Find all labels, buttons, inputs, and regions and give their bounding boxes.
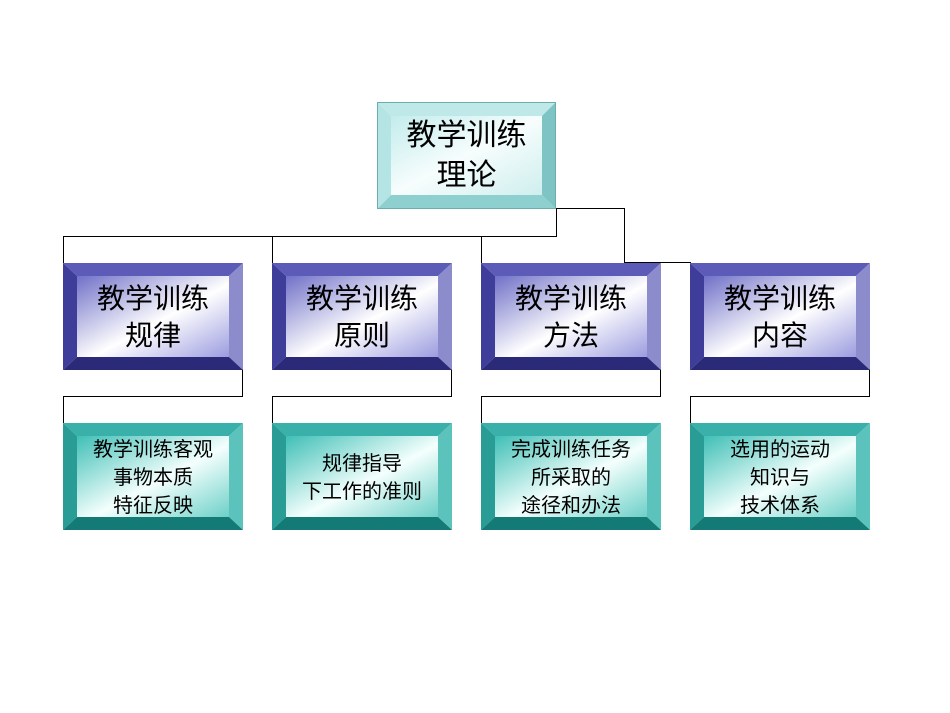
category-node-bevel <box>690 263 870 370</box>
connector-branch-3 <box>481 236 482 263</box>
category-label: 教学训练 规律 <box>96 281 209 352</box>
description-node-methods: 完成训练任务 所采取的 途径和办法 <box>481 423 661 530</box>
connector-root-down <box>556 208 625 209</box>
connector-root-stem <box>556 208 557 236</box>
description-node-principles: 规律指导 下工作的准则 <box>272 423 452 530</box>
description-node-rules: 教学训练客观 事物本质 特征反映 <box>63 423 243 530</box>
connector-branch-4 <box>624 262 691 263</box>
connector-cat1-desc1 <box>63 396 243 397</box>
connector-cat2-desc2 <box>272 396 273 423</box>
category-node-content: 教学训练 内容 <box>690 263 870 370</box>
connector-cat1-desc1 <box>63 396 64 423</box>
description-label: 完成训练任务 所采取的 途径和办法 <box>511 436 631 517</box>
connector-branch-line <box>63 236 557 237</box>
connector-cat4-desc4 <box>690 396 691 423</box>
description-node-bevel <box>690 423 870 530</box>
category-node-principles: 教学训练 原则 <box>272 263 452 370</box>
category-node-bevel <box>63 263 243 370</box>
connector-cat2-desc2 <box>272 396 452 397</box>
category-node-rules: 教学训练 规律 <box>63 263 243 370</box>
description-node-bevel <box>481 423 661 530</box>
description-node-bevel <box>63 423 243 530</box>
connector-root-down <box>624 208 625 263</box>
description-label: 规律指导 下工作的准则 <box>302 450 422 503</box>
connector-cat3-desc3 <box>660 369 661 396</box>
description-label: 选用的运动 知识与 技术体系 <box>730 436 830 517</box>
category-node-bevel <box>481 263 661 370</box>
connector-cat2-desc2 <box>451 369 452 396</box>
category-label: 教学训练 内容 <box>723 281 836 352</box>
category-label: 教学训练 原则 <box>305 281 418 352</box>
category-node-bevel <box>272 263 452 370</box>
connector-cat4-desc4 <box>690 396 870 397</box>
connector-cat3-desc3 <box>481 396 661 397</box>
connector-cat4-desc4 <box>869 369 870 396</box>
description-label: 教学训练客观 事物本质 特征反映 <box>93 436 213 517</box>
root-node-label: 教学训练 理论 <box>406 117 527 193</box>
root-node: 教学训练 理论 <box>377 102 556 209</box>
connector-cat3-desc3 <box>481 396 482 423</box>
description-node-content: 选用的运动 知识与 技术体系 <box>690 423 870 530</box>
connector-branch-1 <box>63 236 64 263</box>
root-node-bevel <box>377 102 556 209</box>
connector-cat1-desc1 <box>242 369 243 396</box>
connector-branch-2 <box>272 236 273 263</box>
description-node-bevel <box>272 423 452 530</box>
category-node-methods: 教学训练 方法 <box>481 263 661 370</box>
category-label: 教学训练 方法 <box>514 281 627 352</box>
